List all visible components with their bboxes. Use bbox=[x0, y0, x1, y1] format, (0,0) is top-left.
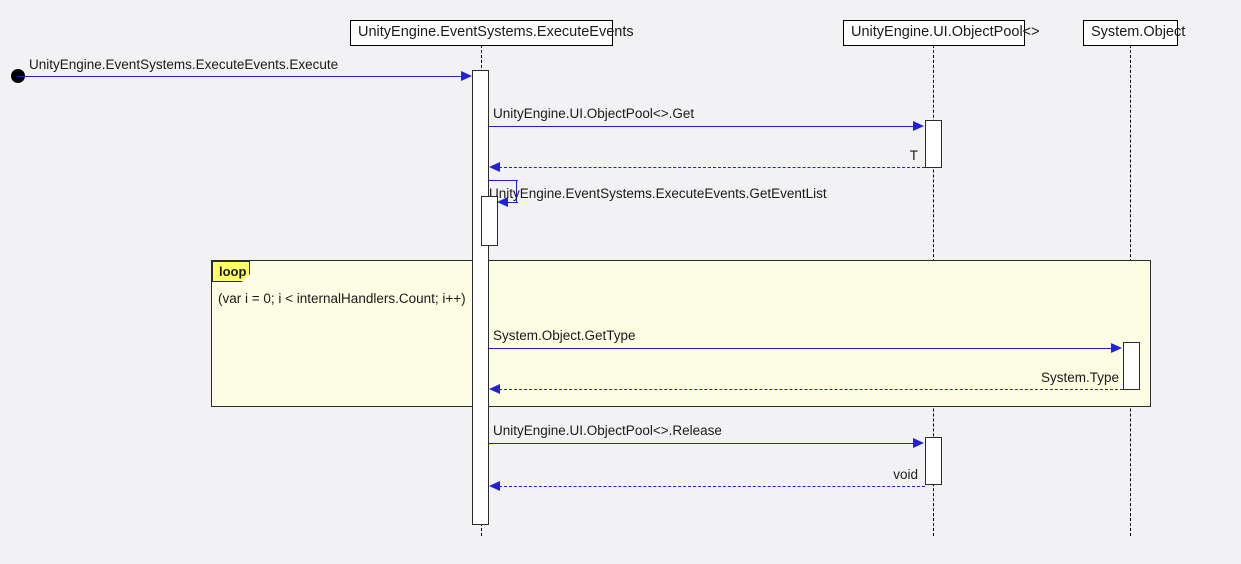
fragment-loop-condition: (var i = 0; i < internalHandlers.Count; … bbox=[218, 291, 466, 306]
message-arrowhead-m3 bbox=[497, 196, 508, 207]
message-line-m1 bbox=[489, 126, 914, 127]
activation-bar-executeevents-self bbox=[481, 196, 498, 246]
activation-bar-objectpool-get bbox=[925, 120, 942, 168]
message-arrowhead-m1 bbox=[913, 120, 924, 131]
message-label-m1: UnityEngine.UI.ObjectPool<>.Get bbox=[493, 106, 695, 121]
message-label-m4: System.Object.GetType bbox=[493, 328, 636, 343]
message-arrowhead-m6 bbox=[913, 437, 924, 448]
activation-bar-systemobject-gettype bbox=[1123, 342, 1140, 390]
message-line-m3-bottom bbox=[503, 202, 518, 203]
message-line-m6 bbox=[489, 443, 914, 444]
message-label-m2: T bbox=[909, 148, 918, 163]
entry-point-label: UnityEngine.EventSystems.ExecuteEvents.E… bbox=[29, 57, 339, 72]
lifeline-header-systemobject[interactable]: System.Object bbox=[1083, 20, 1185, 46]
message-label-m6: UnityEngine.UI.ObjectPool<>.Release bbox=[493, 423, 722, 438]
message-line-m3-top bbox=[489, 180, 518, 181]
activation-bar-objectpool-release bbox=[925, 437, 942, 485]
message-label-m5: System.Type bbox=[1040, 370, 1119, 385]
message-arrowhead-m5 bbox=[489, 383, 500, 394]
message-label-m7: void bbox=[893, 467, 918, 482]
lifeline-header-objectpool[interactable]: UnityEngine.UI.ObjectPool<> bbox=[843, 20, 1040, 46]
activation-bar-executeevents bbox=[472, 70, 489, 525]
message-line-m4 bbox=[489, 348, 1112, 349]
lifeline-header-executeevents[interactable]: UnityEngine.EventSystems.ExecuteEvents bbox=[350, 20, 634, 46]
message-arrowhead-m2 bbox=[489, 161, 500, 172]
entry-point-line bbox=[18, 76, 462, 77]
message-arrowhead-m4 bbox=[1111, 342, 1122, 353]
message-line-m2 bbox=[494, 167, 925, 168]
entry-point-arrowhead bbox=[461, 70, 472, 81]
message-line-m5 bbox=[494, 389, 1123, 390]
fragment-loop bbox=[211, 260, 1151, 407]
fragment-loop-operator-tab: loop bbox=[212, 261, 250, 282]
message-arrowhead-m7 bbox=[489, 480, 500, 491]
message-line-m7 bbox=[494, 486, 925, 487]
message-label-m3: UnityEngine.EventSystems.ExecuteEvents.G… bbox=[489, 186, 827, 201]
message-line-m3-side bbox=[516, 180, 517, 202]
